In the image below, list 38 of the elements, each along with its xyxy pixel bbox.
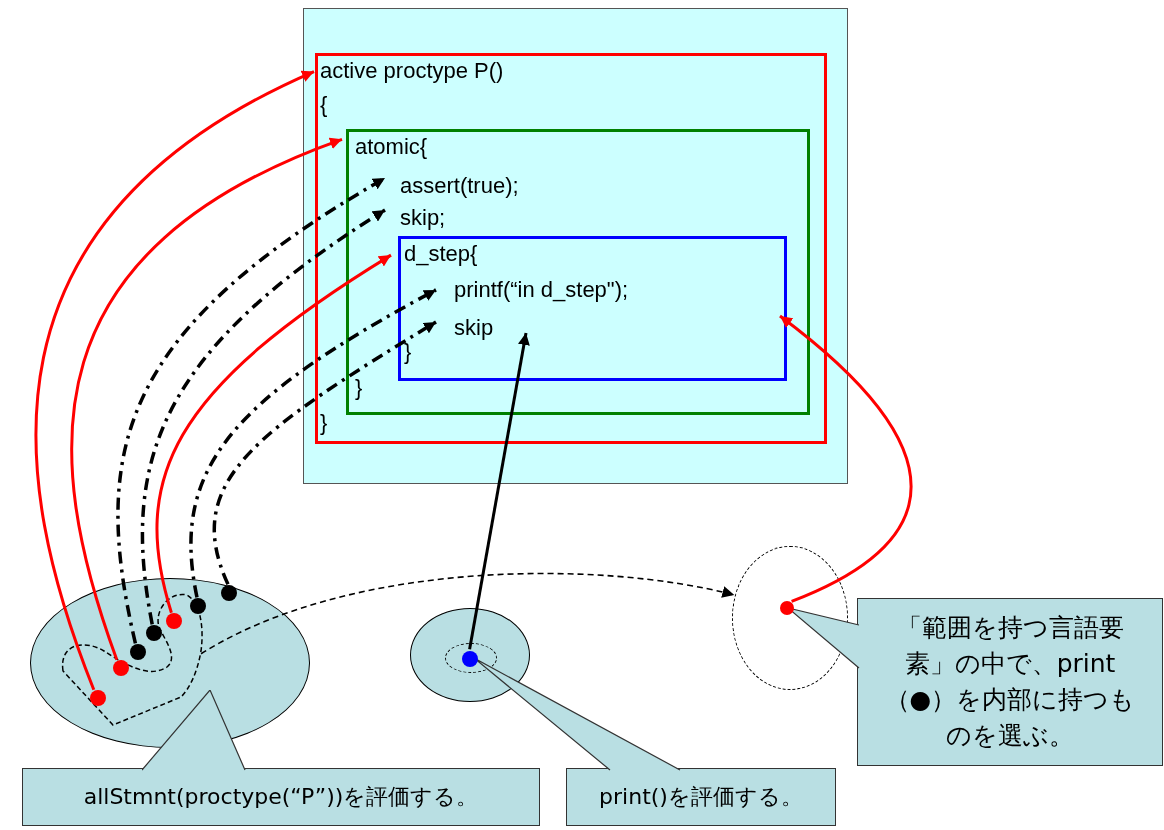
- arrow: [212, 320, 437, 585]
- arrow: [155, 253, 392, 614]
- arrow: [70, 137, 343, 661]
- code-line: atomic{: [355, 134, 428, 160]
- code-line: }: [320, 410, 328, 436]
- scope-frame: [315, 53, 827, 444]
- callout-text: print()を評価する。: [598, 783, 804, 811]
- dot: [462, 651, 478, 667]
- dot: [166, 613, 182, 629]
- arrow: [35, 70, 315, 691]
- dot: [146, 625, 162, 641]
- dot: [113, 660, 129, 676]
- code-panel: [303, 8, 848, 484]
- callout-text: 「範囲を持つ言語要素」の中で、print（●）を内部に持つものを選ぶ。: [883, 612, 1137, 752]
- dot: [221, 585, 237, 601]
- code-line: skip: [446, 313, 546, 343]
- code-line: active proctype P(): [320, 58, 504, 84]
- code-line: assert(true);: [392, 171, 572, 201]
- arrow: [779, 314, 913, 603]
- dot: [190, 598, 206, 614]
- scope-frame: [398, 236, 787, 381]
- scope-frame: [346, 129, 810, 415]
- arrow: [116, 176, 386, 644]
- arrow: [140, 208, 386, 625]
- callout-text: allStmnt(proctype(“P”))を評価する。: [82, 783, 480, 811]
- code-line: d_step{: [404, 241, 478, 267]
- code-line: }: [355, 375, 363, 401]
- dot: [780, 601, 794, 615]
- code-line: printf(“in d_step");: [446, 275, 696, 305]
- code-line: {: [320, 92, 328, 118]
- arrow: [468, 332, 530, 650]
- dot: [130, 644, 146, 660]
- dot: [90, 690, 106, 706]
- arrow: [200, 572, 736, 655]
- code-line: skip;: [392, 203, 472, 233]
- code-line: }: [404, 339, 412, 365]
- callout: [857, 598, 1163, 766]
- callout: [566, 768, 836, 826]
